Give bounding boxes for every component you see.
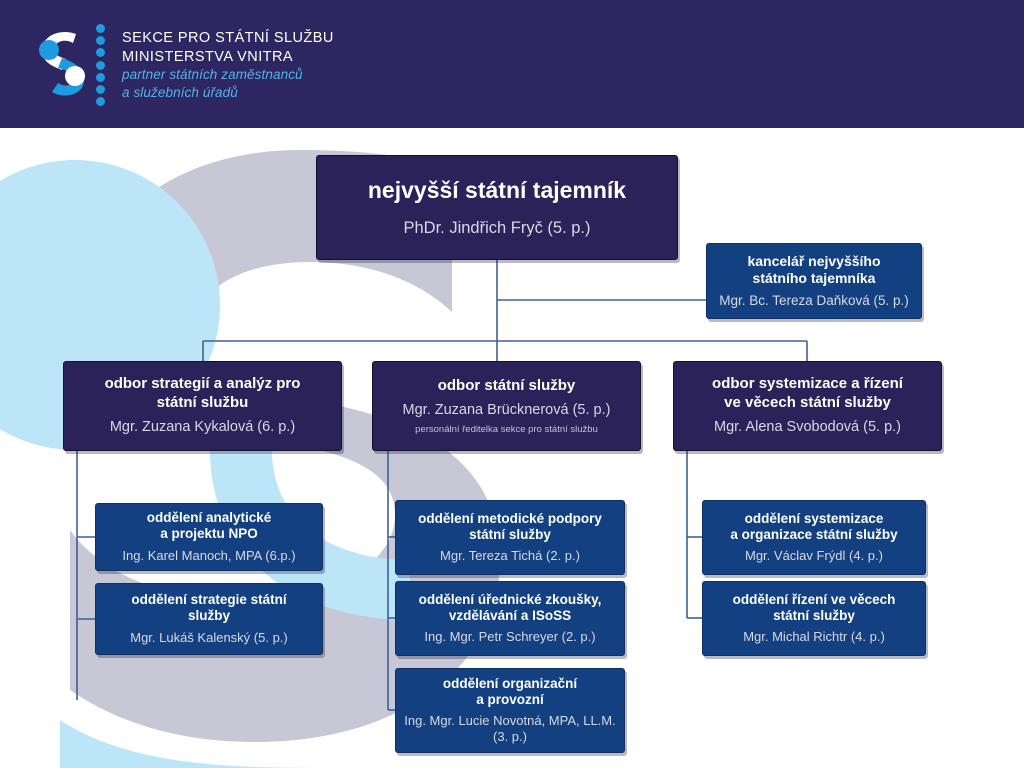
node-title: oddělení řízení ve věcech státní služby bbox=[733, 592, 896, 625]
node-title-line-2: státního tajemníka bbox=[752, 269, 876, 286]
node-title-line-2: státní služby bbox=[773, 607, 855, 623]
org-node-unit-methodical-support[interactable]: oddělení metodické podpory státní služby… bbox=[395, 500, 625, 575]
node-person: Mgr. Bc. Tereza Daňková (5. p.) bbox=[719, 292, 909, 308]
node-title-line-2: státní službu bbox=[156, 393, 249, 411]
org-node-unit-official-exam-education[interactable]: oddělení úřednické zkoušky, vzdělávání a… bbox=[395, 581, 625, 656]
org-node-supreme-state-secretary[interactable]: nejvyšší státní tajemník PhDr. Jindřich … bbox=[316, 155, 678, 260]
node-subrole: personální ředitelka sekce pro státní sl… bbox=[415, 423, 598, 435]
node-title-line-2: a organizace státní služby bbox=[730, 526, 898, 542]
node-title-line-1: kancelář nejvyššího bbox=[747, 252, 881, 269]
header-line-4: a služebních úřadů bbox=[122, 84, 238, 100]
node-title-line-1: odbor státní služby bbox=[437, 376, 576, 394]
node-title: oddělení analytické a projektu NPO bbox=[147, 510, 272, 543]
org-node-department-strategy[interactable]: odbor strategií a analýz pro státní služ… bbox=[63, 361, 342, 451]
node-person-line-2: (3. p.) bbox=[493, 729, 527, 745]
node-title-line-1: oddělení řízení ve věcech bbox=[732, 591, 896, 607]
node-person: Mgr. Lukáš Kalenský (5. p.) bbox=[130, 629, 288, 645]
node-person: Mgr. Zuzana Brücknerová (5. p.) bbox=[402, 401, 611, 418]
node-title: odbor strategií a analýz pro státní služ… bbox=[105, 375, 301, 411]
node-title-line-1: oddělení systemizace bbox=[744, 510, 884, 526]
node-person: PhDr. Jindřich Fryč (5. p.) bbox=[403, 218, 591, 237]
node-title-line-2: služby bbox=[187, 608, 230, 624]
logo-dot-column-icon bbox=[96, 24, 108, 107]
node-title: odbor státní služby bbox=[438, 377, 576, 395]
node-title-line-2: a provozní bbox=[476, 691, 544, 707]
header-line-3: partner státních zaměstnanců bbox=[122, 67, 303, 82]
node-title: oddělení strategie státní služby bbox=[131, 592, 286, 625]
org-node-office-of-secretary[interactable]: kancelář nejvyššího státního tajemníka M… bbox=[706, 243, 922, 319]
node-title: oddělení metodické podpory státní služby bbox=[418, 511, 602, 544]
node-title: kancelář nejvyššího státního tajemníka bbox=[747, 253, 880, 287]
node-person: Mgr. Václav Frýdl (4. p.) bbox=[745, 548, 883, 564]
node-title: odbor systemizace a řízení ve věcech stá… bbox=[712, 375, 903, 411]
node-title-line-2: a projektu NPO bbox=[160, 526, 258, 542]
node-title-line-1: odbor strategií a analýz pro bbox=[104, 375, 301, 393]
node-person: Mgr. Alena Svobodová (5. p.) bbox=[714, 418, 901, 435]
header-line-1: SEKCE PRO STÁTNÍ SLUŽBU bbox=[122, 30, 334, 46]
node-person: Ing. Mgr. Lucie Novotná, MPA, LL.M. (3. … bbox=[404, 713, 615, 745]
node-title-line-2: státní služby bbox=[469, 526, 551, 542]
header-line-2: MINISTERSTVA VNITRA bbox=[122, 48, 294, 65]
node-title-line-1: oddělení organizační bbox=[442, 675, 578, 691]
node-title-line-1: oddělení strategie státní bbox=[131, 592, 287, 608]
node-title-line-1: oddělení analytické bbox=[146, 510, 272, 526]
node-title: oddělení systemizace a organizace státní… bbox=[730, 511, 897, 544]
light-blue-bottom-wave bbox=[95, 744, 340, 768]
node-title-line-1: oddělení úřednické zkoušky, bbox=[418, 591, 602, 607]
light-blue-bottom-blob bbox=[60, 720, 330, 768]
node-person: Mgr. Zuzana Kykalová (6. p.) bbox=[109, 418, 296, 435]
node-title-line-1: oddělení metodické podpory bbox=[418, 510, 602, 526]
header-bar: SEKCE PRO STÁTNÍ SLUŽBU MINISTERSTVA VNI… bbox=[0, 0, 1024, 128]
org-node-department-systemization[interactable]: odbor systemizace a řízení ve věcech stá… bbox=[673, 361, 942, 451]
org-node-unit-systemization-organization[interactable]: oddělení systemizace a organizace státní… bbox=[702, 500, 926, 575]
sekce-logo-icon bbox=[39, 31, 85, 96]
node-person: Mgr. Tereza Tichá (2. p.) bbox=[440, 548, 580, 564]
node-title-line-2: vzdělávání a ISoSS bbox=[448, 607, 572, 623]
node-title: oddělení úřednické zkoušky, vzdělávání a… bbox=[419, 592, 602, 625]
node-title: oddělení organizační a provozní bbox=[443, 676, 577, 709]
node-title-line-1: odbor systemizace a řízení bbox=[712, 375, 903, 393]
node-title: nejvyšší státní tajemník bbox=[367, 176, 627, 203]
node-person-line-1: Ing. Mgr. Lucie Novotná, MPA, LL.M. bbox=[404, 713, 616, 729]
org-node-unit-organizational-operational[interactable]: oddělení organizační a provozní Ing. Mgr… bbox=[395, 668, 625, 753]
org-node-unit-analytical-npo[interactable]: oddělení analytické a projektu NPO Ing. … bbox=[95, 503, 323, 571]
node-title-line-2: ve věcech státní služby bbox=[724, 393, 891, 411]
node-person: Ing. Mgr. Petr Schreyer (2. p.) bbox=[424, 629, 596, 645]
header-title-block: SEKCE PRO STÁTNÍ SLUŽBU MINISTERSTVA VNI… bbox=[122, 29, 542, 101]
org-node-unit-management-state-service[interactable]: oddělení řízení ve věcech státní služby … bbox=[702, 581, 926, 656]
node-person: Ing. Karel Manoch, MPA (6.p.) bbox=[122, 547, 296, 563]
org-node-unit-strategy-state-service[interactable]: oddělení strategie státní služby Mgr. Lu… bbox=[95, 583, 323, 655]
node-person: Mgr. Michal Richtr (4. p.) bbox=[743, 629, 885, 645]
org-node-department-state-service[interactable]: odbor státní služby Mgr. Zuzana Brückner… bbox=[372, 361, 641, 451]
